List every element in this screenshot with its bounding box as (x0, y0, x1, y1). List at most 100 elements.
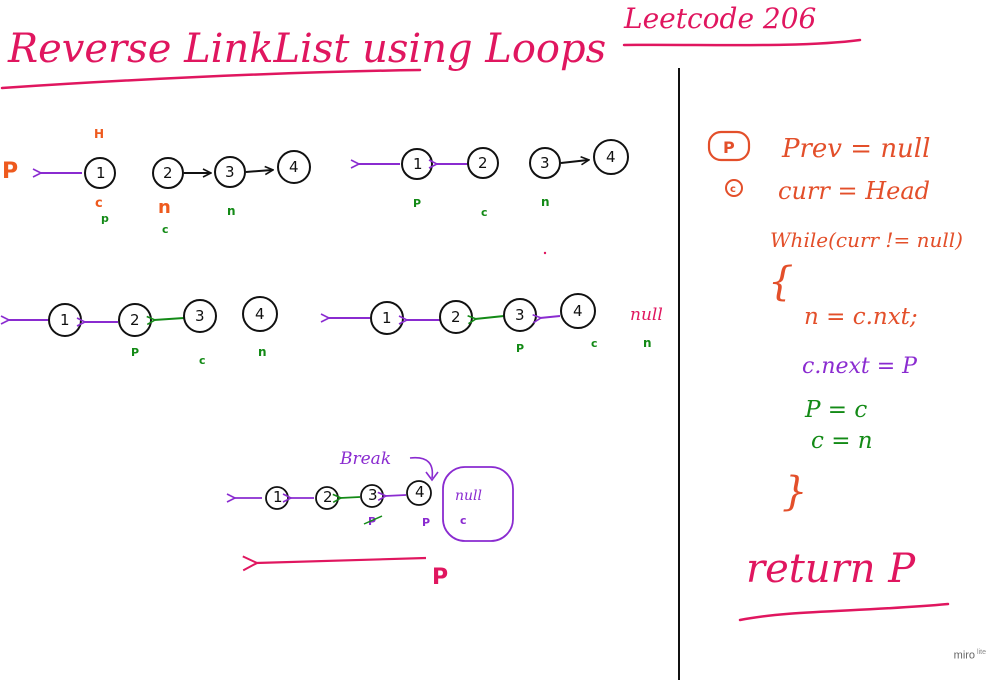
code-line-curr: curr = Head (778, 177, 930, 205)
list-node: 4 (277, 150, 311, 184)
svg-text:2: 2 (451, 308, 461, 326)
ptr-p: P (516, 342, 524, 355)
ptr-n: n (541, 195, 550, 209)
badge-p-letter: P (723, 138, 735, 157)
svg-text:4: 4 (606, 148, 616, 166)
list-node: 1 (84, 157, 116, 189)
ptr-c: c (162, 223, 169, 236)
badge-c (725, 179, 743, 197)
null-box (442, 466, 514, 542)
diagram-step-1: 1 2 3 4 P c n (358, 139, 629, 255)
arrow-3-to-2 (154, 318, 185, 320)
arrow-3-to-4 (245, 170, 272, 172)
ptr-p-bottom: P (432, 565, 448, 590)
list-node: 3 (183, 299, 217, 333)
ptr-p-struck: P (368, 515, 376, 528)
list-node: 3 (529, 147, 561, 179)
box-c-label: c (460, 514, 467, 527)
list-node: 1 (370, 301, 404, 335)
svg-text:1: 1 (273, 488, 283, 506)
list-node: 1 (401, 148, 433, 180)
list-node: 2 (467, 147, 499, 179)
list-node: 4 (406, 480, 432, 506)
arrow-3-to-2 (340, 497, 361, 498)
svg-text:4: 4 (289, 158, 299, 176)
svg-text:4: 4 (573, 302, 583, 320)
arrow-3-to-4 (560, 160, 588, 163)
code-section: P Prev = null c curr = Head While(curr !… (707, 130, 963, 622)
list-node: 2 (439, 300, 473, 334)
return-underline (738, 602, 950, 622)
code-line-while: While(curr != null) (770, 228, 963, 252)
ptr-c: c (591, 337, 598, 350)
arrow-3-to-2 (475, 316, 505, 319)
ptr-p: P (422, 516, 430, 529)
list-node: 1 (48, 303, 82, 337)
ptr-n: n (158, 197, 171, 218)
problem-label: Leetcode 206 (623, 2, 816, 35)
ptr-p: P (413, 197, 421, 210)
list-node: 2 (118, 303, 152, 337)
svg-text:3: 3 (368, 486, 378, 504)
title-underline (0, 68, 422, 90)
list-node: 3 (503, 298, 537, 332)
list-node: 3 (214, 156, 246, 188)
diagram-final: 1 2 3 4 Break null c P P P (234, 449, 514, 590)
label-p-left: P (2, 159, 18, 184)
badge-c-letter: c (730, 184, 736, 195)
svg-text:1: 1 (96, 164, 106, 182)
ptr-p: p (101, 212, 109, 225)
ptr-n: n (258, 345, 267, 359)
svg-text:3: 3 (540, 154, 550, 172)
ptr-p: P (131, 346, 139, 359)
svg-text:4: 4 (255, 305, 265, 323)
list-node: 1 (265, 486, 289, 510)
list-node: 4 (560, 293, 596, 329)
brace-open: { (768, 259, 793, 305)
stray-dot (543, 251, 547, 255)
arrow-4-to-3 (540, 316, 561, 318)
code-line-n: n = c.nxt; (804, 304, 918, 330)
watermark-brand: miro (953, 650, 976, 662)
diagram-step-3: 1 2 3 4 null P c n (328, 293, 663, 355)
list-node: 2 (152, 157, 184, 189)
ptr-c: c (481, 206, 488, 219)
list-node: 4 (593, 139, 629, 175)
svg-text:4: 4 (415, 483, 425, 501)
svg-text:3: 3 (515, 306, 525, 324)
code-line-c: c = n (811, 428, 873, 454)
diagram-step-2: 1 2 3 4 P c n (8, 296, 278, 367)
svg-text:2: 2 (323, 488, 333, 506)
page-title: Reverse LinkList using Loops (7, 26, 606, 72)
list-node: 2 (315, 486, 339, 510)
diagram-initial: P 1 H 2 3 4 c p n c n (2, 127, 311, 236)
badge-p (707, 130, 751, 162)
null-label: null (630, 305, 663, 325)
ptr-n: n (643, 336, 652, 350)
arrow-4-to-3 (385, 495, 407, 496)
svg-text:2: 2 (163, 164, 173, 182)
list-node: 4 (242, 296, 278, 332)
break-label: Break (339, 449, 391, 469)
return-arrow (256, 558, 427, 563)
code-line-cnext: c.next = P (802, 354, 918, 379)
ptr-c: c (95, 196, 103, 211)
label-head: H (94, 127, 104, 141)
svg-text:1: 1 (382, 309, 392, 327)
null-label: null (455, 488, 482, 504)
code-line-p: P = c (804, 397, 867, 423)
problem-underline (622, 38, 862, 47)
code-line-return: return P (746, 546, 916, 592)
svg-text:3: 3 (195, 307, 205, 325)
list-node: 3 (360, 484, 384, 508)
strike-mark (363, 515, 383, 525)
watermark-edition: lite (977, 649, 986, 657)
code-line-prev: Prev = null (781, 134, 930, 164)
svg-text:3: 3 (225, 163, 235, 181)
break-arrow (409, 456, 434, 479)
ptr-n: n (227, 204, 236, 218)
brace-close: } (782, 469, 807, 515)
svg-text:1: 1 (60, 311, 70, 329)
